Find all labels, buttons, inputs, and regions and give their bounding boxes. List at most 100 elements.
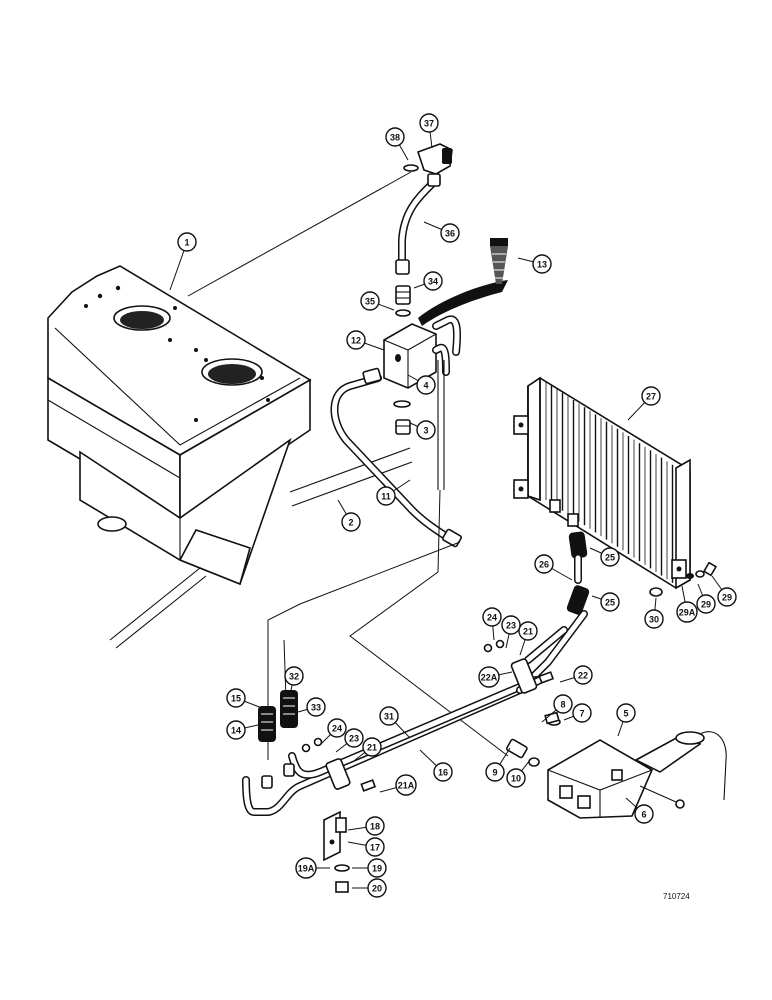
callout-label: 1 <box>184 238 189 248</box>
callout-label: 6 <box>641 810 646 820</box>
callout-label: 17 <box>370 843 380 853</box>
callout-c19A: 19A <box>295 857 330 879</box>
callout-c22: 22 <box>559 665 593 685</box>
callout-label: 33 <box>311 703 321 713</box>
callout-c2: 2 <box>337 499 361 532</box>
callout-label: 10 <box>511 774 521 784</box>
callout-label: 20 <box>372 884 382 894</box>
callout-label: 9 <box>492 768 497 778</box>
callout-label: 15 <box>231 694 241 704</box>
callout-c20: 20 <box>352 878 387 898</box>
callout-c13: 13 <box>517 254 552 274</box>
tube-clamps <box>301 639 555 792</box>
callout-c37: 37 <box>419 113 439 149</box>
callout-label: 14 <box>231 726 241 736</box>
callout-c31: 31 <box>379 706 411 739</box>
callout-label: 32 <box>289 672 299 682</box>
callout-label: 11 <box>381 492 391 502</box>
callout-label: 29A <box>679 608 696 618</box>
callout-label: 35 <box>365 297 375 307</box>
callout-c8: 8 <box>541 694 573 723</box>
callout-c21b: 21 <box>518 621 538 656</box>
drawing-number: 710724 <box>663 892 690 901</box>
filter-element-13 <box>490 238 508 284</box>
callout-c32: 32 <box>284 666 304 696</box>
callout-c24: 24 <box>319 718 347 746</box>
callout-label: 21A <box>398 781 415 791</box>
lower-tubes <box>242 676 544 816</box>
callout-c10: 10 <box>506 759 531 788</box>
callout-label: 13 <box>537 260 547 270</box>
callout-c7: 7 <box>563 703 592 723</box>
callout-c25: 25 <box>589 547 620 567</box>
callout-label: 26 <box>539 560 549 570</box>
callout-label: 18 <box>370 822 380 832</box>
callout-label: 31 <box>384 712 394 722</box>
callout-label: 3 <box>423 426 428 436</box>
callout-label: 37 <box>424 119 434 129</box>
hose-clamp-strap <box>418 280 508 326</box>
callout-label: 4 <box>423 381 428 391</box>
control-valve-5 <box>506 711 727 819</box>
callout-layer: 1234567891011121314151617181919A202121A2… <box>169 113 737 898</box>
callout-label: 24 <box>332 724 342 734</box>
callout-c4: 4 <box>407 374 436 395</box>
callout-c25b: 25 <box>591 592 620 612</box>
callout-label: 23 <box>349 734 359 744</box>
callout-c26: 26 <box>534 554 573 581</box>
callout-label: 19 <box>372 864 382 874</box>
callout-label: 24 <box>487 613 497 623</box>
callout-c23b: 23 <box>501 615 521 649</box>
callout-label: 36 <box>445 229 455 239</box>
callout-c38: 38 <box>385 127 409 161</box>
callout-label: 30 <box>649 615 659 625</box>
callout-c9: 9 <box>485 747 511 782</box>
callout-c29A: 29A <box>676 585 698 623</box>
callout-c1: 1 <box>169 232 197 291</box>
cooler-hoses <box>524 531 590 684</box>
callout-c34: 34 <box>413 271 443 291</box>
callout-label: 29 <box>722 593 732 603</box>
callout-c18: 18 <box>347 816 385 836</box>
callout-c3: 3 <box>409 420 436 440</box>
callout-label: 25 <box>605 598 615 608</box>
callout-c6: 6 <box>625 797 654 824</box>
cooler-mounting-hardware <box>649 561 718 597</box>
callout-label: 16 <box>438 768 448 778</box>
valve-block-12 <box>383 315 461 435</box>
callout-c22A: 22A <box>478 666 513 688</box>
callout-c19: 19 <box>352 858 387 878</box>
hydraulic-tank <box>47 265 413 649</box>
callout-c15: 15 <box>226 688 263 709</box>
callout-c5: 5 <box>616 703 636 737</box>
callout-label: 29 <box>701 600 711 610</box>
callout-label: 22 <box>578 671 588 681</box>
callout-c17: 17 <box>347 837 385 857</box>
callout-label: 25 <box>605 553 615 563</box>
callout-label: 12 <box>351 336 361 346</box>
callout-c27: 27 <box>627 386 661 421</box>
callout-label: 5 <box>623 709 628 719</box>
callout-c33: 33 <box>297 697 326 717</box>
callout-c14: 14 <box>226 720 263 740</box>
callout-label: 2 <box>348 518 353 528</box>
callout-c16: 16 <box>419 749 453 782</box>
lower-hoses <box>258 690 298 789</box>
oil-cooler-27 <box>513 376 691 590</box>
callout-c30: 30 <box>644 597 664 629</box>
callout-c21: 21 <box>354 737 382 761</box>
mount-bracket-17 <box>323 810 350 893</box>
tube-36-assembly <box>187 143 453 317</box>
callout-label: 23 <box>506 621 516 631</box>
callout-c36: 36 <box>423 221 460 243</box>
callout-c11: 11 <box>376 479 411 506</box>
callout-label: 21 <box>523 627 533 637</box>
callout-c12: 12 <box>346 330 385 351</box>
callout-label: 21 <box>367 743 377 753</box>
callout-label: 38 <box>390 133 400 143</box>
callout-c21A: 21A <box>379 774 417 796</box>
callout-c29b: 29 <box>696 583 716 614</box>
callout-label: 7 <box>579 709 584 719</box>
